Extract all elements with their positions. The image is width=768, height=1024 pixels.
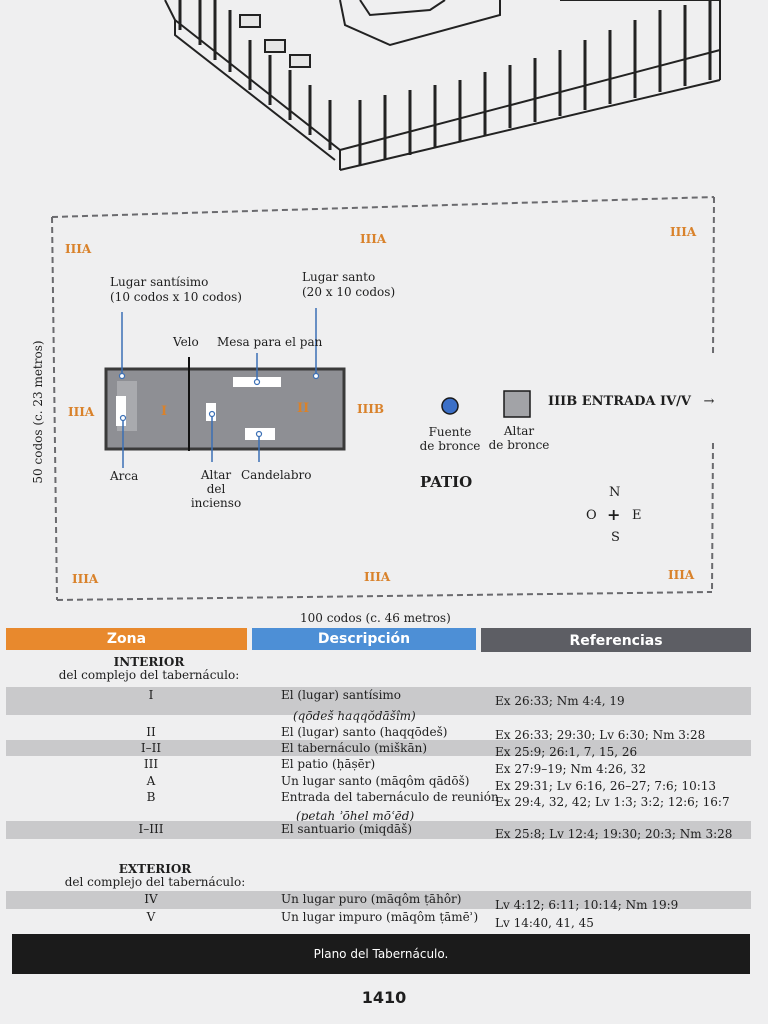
- header-description: Descripción: [252, 628, 476, 650]
- caption-text: Plano del Tabernáculo.: [313, 947, 449, 961]
- compass-center-icon: +: [607, 505, 621, 524]
- row-references: Lv 14:40, 41, 45: [495, 916, 594, 930]
- row-zone: B: [146, 790, 156, 804]
- bronze-altar-line1: Altar: [503, 424, 535, 438]
- row-references: Ex 26:33; 29:30; Lv 6:30; Nm 3:28: [495, 728, 706, 742]
- table-row: I–III El santuario (miqdāš) Ex 25:8; Lv …: [6, 821, 751, 841]
- zone-label-bottom-center: IIIA: [364, 570, 391, 584]
- bronze-altar-label: Altar de bronce: [487, 424, 551, 452]
- row-description: El (lugar) santísimo: [281, 688, 402, 702]
- laver-line1: Fuente: [428, 425, 472, 439]
- interior-title: INTERIOR: [113, 655, 185, 669]
- table-row: II El (lugar) santo (haqqōdeš) Ex 26:33;…: [6, 724, 751, 742]
- row-description-sub: (petaḥ ʾōhel mōʿēd): [296, 809, 415, 823]
- width-label: 100 codos (c. 46 metros): [300, 611, 451, 625]
- incense-altar-line1: Altar: [200, 468, 232, 482]
- row-zone: I–III: [138, 822, 164, 836]
- laver-line2: de bronce: [419, 439, 481, 453]
- zone-label-mid-left: IIIA: [68, 405, 95, 419]
- zone-label-bottom-left: IIIA: [72, 572, 99, 586]
- holy-of-holies-label: Lugar santísimo: [110, 275, 209, 289]
- row-zone: A: [146, 774, 156, 788]
- row-description: Un lugar impuro (māqôm ṭāmēʾ): [281, 910, 479, 924]
- row-description: Un lugar santo (māqôm qādōš): [281, 774, 470, 788]
- row-zone: I–II: [140, 741, 162, 755]
- arrow-right-icon: →: [703, 394, 715, 409]
- row-references: Ex 26:33; Nm 4:4, 19: [495, 694, 625, 708]
- laver-label: Fuente de bronce: [418, 425, 482, 453]
- incense-altar-line2: del incienso: [190, 482, 242, 510]
- row-zone: V: [146, 910, 156, 924]
- courtyard-label: PATIO: [420, 473, 473, 491]
- compass-north: N: [609, 485, 621, 500]
- row-description: El patio (ḥāṣēr): [281, 757, 376, 771]
- row-description: El santuario (miqdāš): [281, 822, 413, 836]
- holy-place-size: (20 x 10 codos): [302, 285, 396, 299]
- incense-altar-label: Altar del incienso: [182, 468, 250, 510]
- height-label: 50 codos (c. 23 metros): [31, 340, 45, 484]
- zone-label-mid-center: IIIB: [357, 402, 384, 416]
- page-number: 1410: [361, 988, 407, 1007]
- exterior-title: EXTERIOR: [118, 862, 192, 876]
- compass-west: O: [586, 508, 597, 523]
- interior-subtitle: del complejo del tabernáculo:: [58, 668, 240, 682]
- caption-bar: Plano del Tabernáculo.: [12, 934, 750, 974]
- row-references: Ex 29:31; Lv 6:16, 26–27; 7:6; 10:13: [495, 779, 717, 793]
- ark-shape: [116, 396, 126, 426]
- row-references: Ex 27:9–19; Nm 4:26, 32: [495, 762, 646, 776]
- sanctuary-rect: [104, 367, 346, 451]
- row-references: Ex 25:9; 26:1, 7, 15, 26: [495, 745, 638, 759]
- holy-place-label: Lugar santo: [302, 270, 376, 284]
- row-zone: II: [146, 725, 156, 739]
- header-zone: Zona: [6, 628, 247, 650]
- row-zone: IV: [144, 892, 158, 906]
- row-zone: III: [143, 757, 159, 771]
- table-row: A Un lugar santo (māqôm qādōš) Ex 29:31;…: [6, 773, 751, 793]
- zone-label-top-center: IIIA: [360, 232, 387, 246]
- exterior-heading: EXTERIOR del complejo del tabernáculo:: [60, 863, 250, 889]
- table-row: V Un lugar impuro (māqôm ṭāmēʾ) Lv 14:40…: [6, 909, 751, 930]
- compass-rose: N O + E S: [580, 485, 650, 547]
- table-row: III El patio (ḥāṣēr) Ex 27:9–19; Nm 4:26…: [6, 756, 751, 776]
- bronze-altar-line2: de bronce: [488, 438, 550, 452]
- row-description: Entrada del tabernáculo de reunión: [281, 790, 499, 804]
- exterior-subtitle: del complejo del tabernáculo:: [64, 875, 246, 889]
- row-zone: I: [148, 688, 154, 702]
- courtyard-boundary: [51, 196, 715, 601]
- table-row: B Entrada del tabernáculo de reunión Ex …: [6, 789, 751, 809]
- lampstand-label: Candelabro: [241, 468, 312, 482]
- row-references: Ex 25:8; Lv 12:4; 19:30; 20:3; Nm 3:28: [495, 827, 733, 841]
- ark-label: Arca: [110, 469, 139, 483]
- room-label-I: I: [161, 404, 168, 419]
- veil-label: Velo: [173, 335, 199, 349]
- row-references: Ex 29:4, 32, 42; Lv 1:3; 3:2; 12:6; 16:7: [495, 795, 730, 809]
- tabernacle-illustration: [164, 0, 721, 171]
- row-references: Lv 4:12; 6:11; 10:14; Nm 19:9: [495, 898, 679, 912]
- zone-label-top-left: IIIA: [65, 242, 92, 256]
- table-row: I El (lugar) santísimo Ex 26:33; Nm 4:4,…: [6, 687, 751, 715]
- row-description: El (lugar) santo (haqqōdeš): [281, 725, 448, 739]
- zone-label-bottom-right: IIIA: [668, 568, 695, 582]
- compass-east: E: [632, 508, 642, 523]
- entrance-label: IIIB ENTRADA IV/V →: [548, 394, 715, 409]
- row-description-sub: (qōdeš haqqŏdāšîm): [293, 709, 416, 723]
- row-description: Un lugar puro (māqôm ṭāhôr): [281, 892, 462, 906]
- holy-of-holies-size: (10 codos x 10 codos): [110, 290, 242, 304]
- bronze-altar-square: [503, 390, 531, 418]
- table-row: IV Un lugar puro (māqôm ṭāhôr) Lv 4:12; …: [6, 891, 751, 912]
- interior-heading: INTERIOR del complejo del tabernáculo:: [54, 656, 244, 682]
- table-label: Mesa para el pan: [217, 335, 323, 349]
- compass-south: S: [611, 530, 620, 545]
- row-description: El tabernáculo (miškān): [281, 741, 428, 755]
- room-label-II: II: [297, 401, 310, 416]
- table-row: I–II El tabernáculo (miškān) Ex 25:9; 26…: [6, 740, 751, 759]
- laver-circle: [441, 397, 459, 415]
- zone-label-top-right: IIIA: [670, 225, 697, 239]
- header-references: Referencias: [481, 628, 751, 652]
